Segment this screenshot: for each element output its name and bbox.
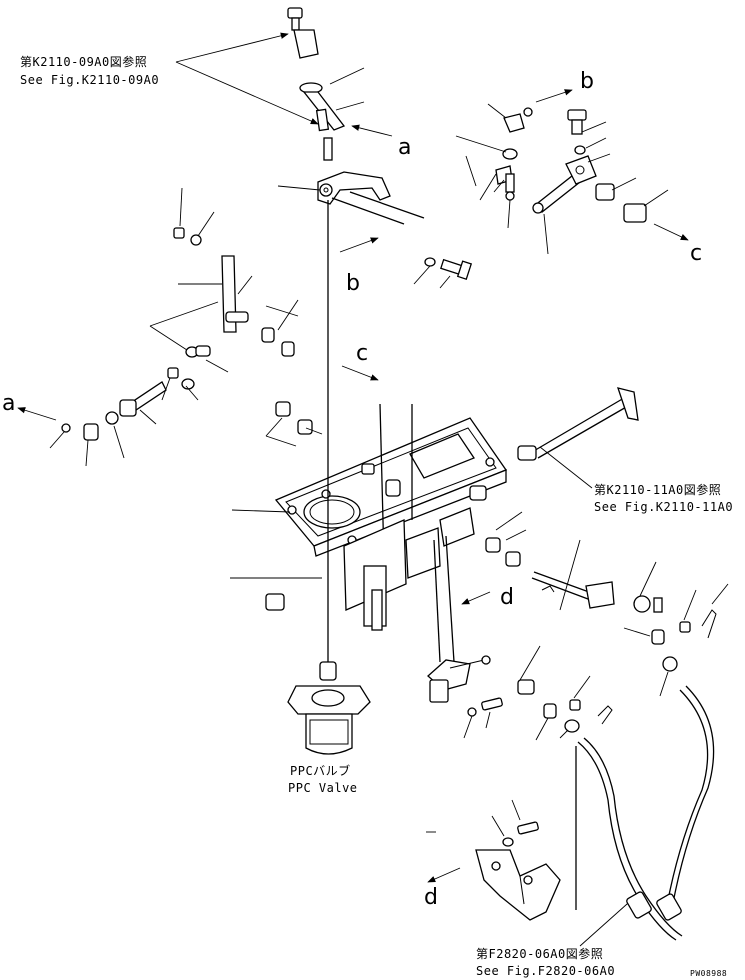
svg-text:a: a [2, 391, 15, 416]
lower-linkage [427, 535, 613, 741]
ppc-valve-label: PPCバルブ PPC Valve [288, 763, 358, 795]
base-bracket-under [230, 507, 475, 631]
svg-text:PPCバルブ: PPCバルブ [290, 763, 351, 778]
svg-text:See Fig.K2110-11A0: See Fig.K2110-11A0 [594, 500, 733, 514]
svg-text:d: d [424, 885, 438, 910]
top-rod-end-part [287, 7, 319, 59]
svg-text:b: b [580, 69, 594, 94]
ref-label-f2820-06a0: 第F2820-06A0図参照 See Fig.F2820-06A0 [476, 895, 637, 978]
ref-label-k2110-11a0: 第K2110-11A0図参照 See Fig.K2110-11A0 [539, 446, 733, 514]
svg-text:b: b [346, 271, 360, 296]
svg-text:a: a [398, 135, 411, 160]
svg-text:d: d [500, 585, 514, 610]
letter-a-left: a [2, 391, 57, 421]
right-lever-shaft [517, 387, 639, 461]
svg-text:第K2110-11A0図参照: 第K2110-11A0図参照 [594, 482, 721, 497]
svg-text:See Fig.F2820-06A0: See Fig.F2820-06A0 [476, 964, 615, 978]
upper-right-linkage [455, 103, 669, 255]
right-bushings [485, 511, 527, 567]
letter-b-top: b [535, 69, 594, 103]
letter-b-mid: b [339, 237, 379, 296]
svg-text:第F2820-06A0図参照: 第F2820-06A0図参照 [476, 946, 603, 961]
lower-right-lever [531, 539, 729, 697]
bolt-washer-mid [413, 257, 473, 289]
drawing-code: PW08988 [690, 969, 727, 978]
svg-text:PPC Valve: PPC Valve [288, 781, 358, 795]
bottom-bracket [426, 799, 561, 921]
svg-text:See Fig.K2110-09A0: See Fig.K2110-09A0 [20, 73, 159, 87]
letter-c-top: c [653, 223, 702, 266]
upper-bracket-part [277, 171, 425, 225]
top-lever-part [299, 67, 365, 161]
base-plate [231, 403, 508, 561]
letter-c-mid: c [341, 341, 379, 381]
letter-d-mid: d [461, 585, 514, 610]
svg-text:c: c [690, 241, 702, 266]
svg-text:第K2110-09A0図参照: 第K2110-09A0図参照 [20, 54, 147, 69]
letter-d-low: d [424, 867, 461, 910]
letter-a-top: a [351, 124, 411, 160]
left-bushings [265, 401, 323, 447]
svg-text:c: c [356, 341, 368, 366]
left-bracket-parts [149, 187, 299, 401]
ref-label-k2110-09a0: 第K2110-09A0図参照 See Fig.K2110-09A0 [20, 32, 319, 125]
cables [575, 685, 715, 941]
ppc-valve-part [287, 661, 371, 755]
left-rod-end-bolt [49, 381, 167, 467]
